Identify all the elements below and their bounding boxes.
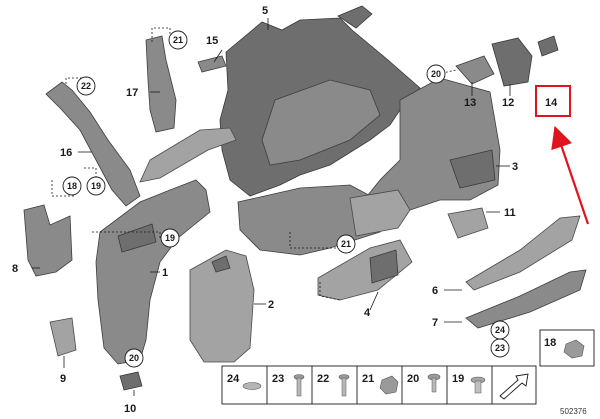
part-14-clip[interactable] <box>537 35 559 57</box>
svg-text:21: 21 <box>341 239 351 249</box>
part-2-panel[interactable] <box>189 249 255 363</box>
circled-21-mid: 21 <box>336 234 356 254</box>
part-8-bracket[interactable] <box>23 204 73 277</box>
svg-text:21: 21 <box>173 35 183 45</box>
callout-16: 16 <box>60 147 72 159</box>
callout-8: 8 <box>12 263 18 275</box>
table-cell-23: 23 <box>272 373 284 385</box>
highlight-arrow <box>551 125 590 225</box>
callout-labels: 5 15 17 16 8 9 10 1 2 4 3 11 6 7 13 12 <box>12 5 518 415</box>
nut-icon <box>379 375 399 395</box>
circled-22: 22 <box>76 76 96 96</box>
fastener-box-18: 18 <box>539 329 595 367</box>
table-cell-21: 21 <box>362 373 374 385</box>
highlight-14: 14 <box>535 85 590 225</box>
callout-10: 10 <box>124 403 136 415</box>
callout-14: 14 <box>545 97 558 109</box>
callout-17: 17 <box>126 87 138 99</box>
part-6-strip[interactable] <box>465 215 581 291</box>
part-9-clip[interactable] <box>49 317 77 357</box>
circled-18: 18 <box>62 176 82 196</box>
part-13-hinge[interactable] <box>455 55 495 85</box>
part-3-side-trim[interactable] <box>359 77 501 216</box>
part-12-hinge[interactable] <box>491 37 533 87</box>
screw-icon <box>338 374 350 397</box>
svg-text:18: 18 <box>67 181 77 191</box>
circled-20-top: 20 <box>426 64 446 84</box>
circled-19-mid: 19 <box>160 228 180 248</box>
circled-refs: 21 22 18 19 19 21 20 20 <box>62 30 510 368</box>
part-15-clip[interactable] <box>197 55 227 73</box>
svg-text:23: 23 <box>495 343 505 353</box>
table-cell-22: 22 <box>317 373 329 385</box>
part-11-bracket[interactable] <box>447 207 489 239</box>
svg-text:20: 20 <box>129 353 139 363</box>
callout-12: 12 <box>502 97 514 109</box>
screw-icon <box>293 374 305 397</box>
part-5-upper-trim[interactable] <box>139 5 421 197</box>
callout-7: 7 <box>432 317 438 329</box>
highlight-box <box>535 85 571 117</box>
table-cell-24: 24 <box>227 373 240 385</box>
callout-5: 5 <box>262 5 268 17</box>
svg-text:19: 19 <box>91 181 101 191</box>
callout-1: 1 <box>162 267 168 279</box>
part-4-cover[interactable] <box>317 239 413 301</box>
part-7-strip[interactable] <box>465 269 587 329</box>
part-17-bracket[interactable] <box>145 35 177 133</box>
part-16-bracket[interactable] <box>45 81 141 207</box>
circled-21-top: 21 <box>168 30 188 50</box>
table-cell-19: 19 <box>452 373 464 385</box>
callout-3: 3 <box>512 161 518 173</box>
washer-icon <box>242 382 262 390</box>
part-10-clip[interactable] <box>119 371 143 391</box>
table-cell-18: 18 <box>544 337 556 349</box>
fastener-table: 24 23 22 21 20 19 <box>221 365 537 405</box>
circled-23: 23 <box>490 338 510 358</box>
table-arrow-cell <box>499 373 529 400</box>
circled-24: 24 <box>490 320 510 340</box>
circled-20-bottom: 20 <box>124 348 144 368</box>
callout-11: 11 <box>504 207 516 219</box>
callout-4: 4 <box>364 307 371 319</box>
leader-lines <box>32 18 511 396</box>
callout-13: 13 <box>464 97 476 109</box>
callout-6: 6 <box>432 285 438 297</box>
svg-text:22: 22 <box>81 81 91 91</box>
svg-text:19: 19 <box>165 233 175 243</box>
svg-text:24: 24 <box>495 325 505 335</box>
table-cell-20: 20 <box>407 373 419 385</box>
callout-9: 9 <box>60 373 66 385</box>
rivet-icon <box>470 376 486 394</box>
arrow-icon <box>499 373 529 400</box>
callout-15: 15 <box>206 35 218 47</box>
nut-icon <box>563 339 585 359</box>
svg-text:20: 20 <box>431 69 441 79</box>
document-number: 502376 <box>560 407 587 416</box>
circled-19-left: 19 <box>86 176 106 196</box>
screw-icon <box>427 373 441 393</box>
callout-2: 2 <box>268 299 274 311</box>
